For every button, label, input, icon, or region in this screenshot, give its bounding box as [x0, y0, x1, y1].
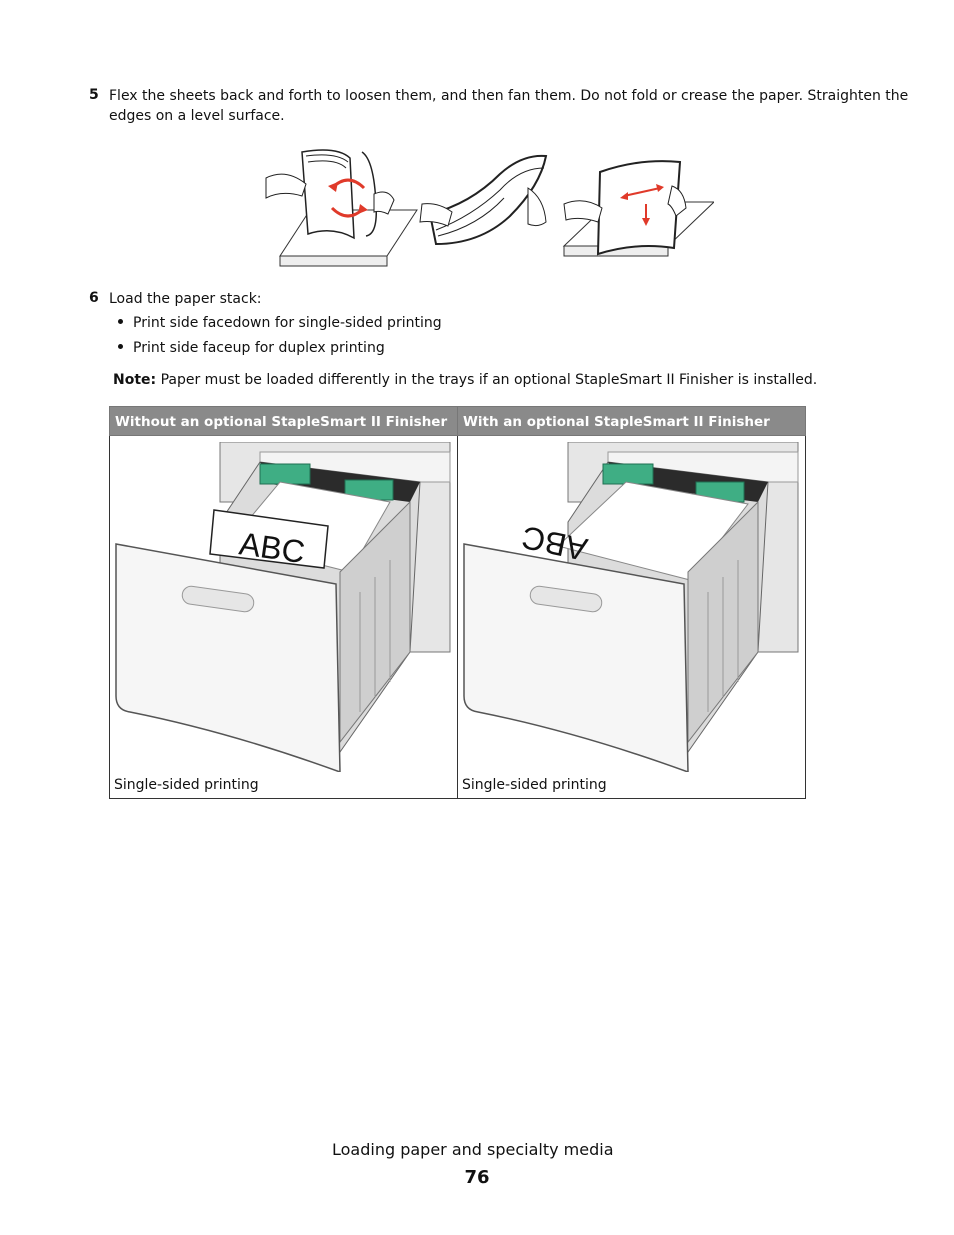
caption-single-sided: Single-sided printing: [462, 777, 607, 793]
green-guide-left: [602, 463, 654, 485]
note-text: Paper must be loaded differently in the …: [160, 372, 818, 388]
flex-sheets-figure: [265, 149, 418, 267]
header-with-finisher: With an optional StapleSmart II Finisher: [457, 406, 806, 436]
step-6-text: Load the paper stack:: [109, 291, 262, 307]
note: Note: Paper must be loaded differently i…: [113, 370, 817, 390]
step-5-line-1: Flex the sheets back and forth to loosen…: [109, 88, 909, 104]
cell-without-finisher: ABC Single-sided printing: [109, 435, 458, 799]
step-5-line-2: edges on a level surface.: [109, 108, 285, 124]
tray-paper-faceup-illustration: ABC: [463, 442, 799, 772]
bullet-text: Print side faceup for duplex printing: [133, 340, 385, 356]
caption-single-sided: Single-sided printing: [114, 777, 259, 793]
bullet-item: Print side faceup for duplex printing: [118, 340, 385, 356]
header-without-finisher: Without an optional StapleSmart II Finis…: [109, 406, 458, 436]
green-guide-left: [259, 463, 311, 485]
bullet-text: Print side facedown for single-sided pri…: [133, 315, 442, 331]
step-6-number: 6: [89, 290, 99, 306]
step-5-text: Flex the sheets back and forth to loosen…: [109, 86, 909, 126]
footer-section-title: Loading paper and specialty media: [332, 1140, 614, 1159]
bullet-dot: [118, 343, 123, 349]
loading-comparison-table: Without an optional StapleSmart II Finis…: [109, 406, 806, 799]
tray-paper-facedown-illustration: ABC: [115, 442, 451, 772]
fan-sheets-figure: [419, 154, 548, 246]
page-number: 76: [464, 1167, 490, 1188]
step-5-number: 5: [89, 87, 99, 103]
bullet-dot: [118, 318, 123, 324]
cell-with-finisher: ABC Single-sided printing: [457, 435, 806, 799]
straighten-edges-figure: [562, 160, 714, 257]
note-label: Note:: [113, 372, 157, 388]
bullet-item: Print side facedown for single-sided pri…: [118, 315, 442, 331]
fanning-paper-illustration: [265, 149, 714, 267]
